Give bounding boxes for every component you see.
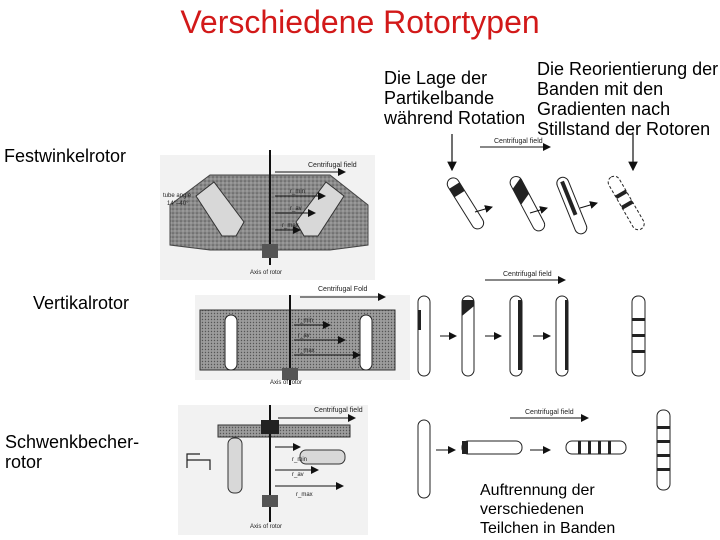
swing-tubes-field-text: Centrifugal field: [525, 409, 574, 416]
fixed-centrifugal-field-text: Centrifugal field: [308, 162, 357, 169]
fixed-rmax-text: r_max: [282, 223, 299, 229]
bottom-note: Auftrennung der verschiedenen Teilchen i…: [480, 481, 615, 538]
header-right-line: Banden mit den: [537, 79, 664, 99]
header-left-line: Die Lage der: [384, 68, 488, 88]
header-right-line: Die Reorientierung der: [537, 59, 719, 79]
swing-rmax-text: r_max: [296, 492, 313, 498]
swing-rmin-text: r_min: [292, 457, 307, 463]
label-fixed-angle-rotor: Festwinkelrotor: [4, 146, 127, 166]
header-right-line: Gradienten nach: [537, 99, 671, 119]
swing-rav-text: r_av: [292, 472, 304, 478]
swing-bucket-rotor-cross-section: Centrifugal field r_min r_av r_max Axis …: [178, 405, 368, 535]
header-left-line: während Rotation: [384, 108, 526, 128]
swing-bucket-tubes: Centrifugal field: [417, 409, 671, 499]
label-swing-bucket-line: rotor: [5, 452, 43, 472]
header-left-line: Partikelbande: [384, 88, 495, 108]
fixed-tubes-field-text: Centrifugal field: [494, 138, 543, 145]
vertical-tubes-field-text: Centrifugal field: [503, 271, 552, 278]
label-swing-bucket-rotor: Schwenkbecher- rotor: [5, 432, 139, 472]
label-vertical-rotor: Vertikalrotor: [33, 293, 130, 313]
vertical-tubes: Centrifugal field: [417, 271, 646, 377]
bottom-note-line: verschiedenen: [480, 501, 585, 518]
fixed-axis-text: Axis of rotor: [250, 270, 282, 276]
slide-title: Verschiedene Rotortypen: [180, 4, 540, 40]
bottom-note-line: Auftrennung der: [480, 482, 595, 499]
vertical-rav-text: r_av: [298, 333, 310, 339]
vertical-rmin-text: r_min: [298, 318, 313, 324]
swing-axis-text: Axis of rotor: [250, 524, 282, 530]
header-left-text: Die Lage der Partikelbande während Rotat…: [384, 68, 525, 128]
header-right-line: Stillstand der Rotoren: [537, 119, 711, 139]
fixed-rmin-text: r_min: [290, 189, 305, 195]
vertical-rotor-cross-section: Centrifugal Fold r_min r_av r_max Axis o…: [195, 286, 410, 386]
header-right-text: Die Reorientierung der Banden mit den Gr…: [537, 59, 718, 139]
fixed-tube-angle-text: tube angle: [163, 193, 192, 199]
vertical-axis-text: Axis of rotor: [270, 380, 302, 386]
swing-centrifugal-field-text: Centrifugal field: [314, 407, 363, 414]
fixed-angle-rotor-cross-section: Centrifugal field r_min r_av r_max tube …: [160, 150, 375, 280]
bottom-note-line: Teilchen in Banden: [480, 520, 616, 537]
fixed-angle-range-text: 14°–40°: [167, 201, 189, 207]
fixed-angle-tubes: Centrifugal field: [446, 134, 645, 235]
vertical-rmax-text: r_max: [298, 348, 315, 354]
label-swing-bucket-line: Schwenkbecher-: [5, 432, 140, 452]
vertical-centrifugal-fold-text: Centrifugal Fold: [318, 286, 368, 293]
fixed-rav-text: r_av: [290, 206, 302, 212]
